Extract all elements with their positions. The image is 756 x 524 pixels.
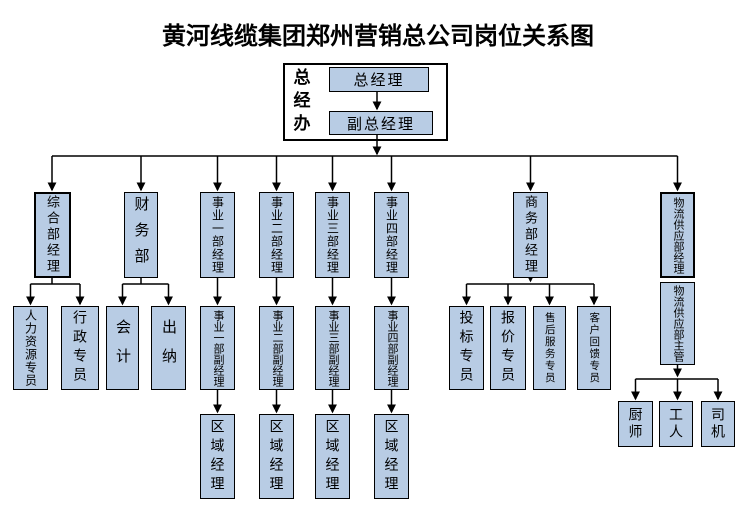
- node-label: 事业一部副经理: [212, 309, 224, 387]
- node-label: 事业二部经理: [269, 196, 284, 274]
- node-comprehensive-dept-manager: 综合部经理: [34, 192, 71, 278]
- node-quotation-specialist: 报价专员: [490, 306, 526, 390]
- node-label: 会计: [114, 319, 131, 377]
- node-label: 物流供应部经理: [672, 196, 684, 274]
- node-label: 投标专员: [458, 310, 475, 386]
- node-regional-manager-4: 区域经理: [374, 414, 409, 499]
- node-driver: 司机: [701, 401, 735, 447]
- node-label: 物流供应部主管: [672, 285, 684, 362]
- node-regional-manager-1: 区域经理: [200, 414, 235, 499]
- node-label: 行政专员: [72, 310, 88, 386]
- node-label: 报价专员: [500, 310, 516, 386]
- node-label: 事业三部副经理: [327, 309, 339, 387]
- node-business-unit4-manager: 事业四部经理: [374, 192, 409, 278]
- node-regional-manager-3: 区域经理: [315, 414, 350, 499]
- node-business-unit2-deputy-manager: 事业二部副经理: [259, 306, 294, 390]
- node-label: 出纳: [160, 319, 177, 377]
- node-label: 总经办: [290, 67, 310, 137]
- node-bidding-specialist: 投标专员: [449, 306, 484, 390]
- node-label: 财务部: [132, 196, 150, 274]
- node-label: 商务部经理: [523, 195, 538, 275]
- node-label: 客户回馈专员: [588, 312, 601, 384]
- node-label: 事业三部经理: [325, 196, 340, 274]
- node-label: 副总经理: [346, 115, 415, 133]
- node-business-unit2-manager: 事业二部经理: [259, 192, 294, 278]
- node-cook: 厨师: [618, 401, 653, 447]
- node-label: 售后服务专员: [543, 312, 556, 384]
- page-title: 黄河线缆集团郑州营销总公司岗位关系图: [162, 23, 594, 50]
- node-label: 综合部经理: [45, 195, 60, 275]
- node-commerce-dept-manager: 商务部经理: [513, 192, 548, 278]
- node-business-unit3-deputy-manager: 事业三部副经理: [315, 306, 350, 390]
- node-business-unit1-manager: 事业一部经理: [200, 192, 235, 278]
- node-label: 人力资源专员: [23, 309, 38, 387]
- node-label: 事业二部副经理: [271, 309, 283, 387]
- node-hr-specialist: 人力资源专员: [13, 306, 48, 390]
- node-label: 司机: [710, 407, 726, 441]
- node-label: 区域经理: [209, 418, 226, 495]
- node-logistics-supply-supervisor: 物流供应部主管: [660, 282, 695, 365]
- node-cashier: 出纳: [151, 306, 186, 390]
- node-customer-feedback-specialist: 客户回馈专员: [577, 306, 611, 390]
- node-finance-dept: 财务部: [124, 192, 158, 278]
- node-logistics-supply-dept-manager: 物流供应部经理: [660, 192, 695, 278]
- node-label: 厨师: [627, 407, 644, 441]
- node-regional-manager-2: 区域经理: [259, 414, 294, 499]
- node-label: 工人: [668, 407, 684, 441]
- node-executive-office: 总经办: [286, 66, 314, 138]
- node-label: 事业四部经理: [384, 196, 399, 274]
- node-general-manager: 总经理: [329, 67, 429, 92]
- node-business-unit4-deputy-manager: 事业四部副经理: [374, 306, 409, 390]
- node-label: 事业四部副经理: [386, 309, 398, 387]
- node-label: 区域经理: [268, 418, 285, 495]
- node-accountant: 会计: [106, 306, 139, 390]
- node-after-sales-service-specialist: 售后服务专员: [533, 306, 566, 390]
- node-label: 事业一部经理: [210, 196, 225, 274]
- node-admin-specialist: 行政专员: [61, 306, 99, 390]
- node-label: 区域经理: [324, 418, 341, 495]
- node-worker: 工人: [659, 401, 693, 447]
- node-business-unit3-manager: 事业三部经理: [315, 192, 350, 278]
- node-label: 区域经理: [383, 418, 400, 495]
- node-business-unit1-deputy-manager: 事业一部副经理: [200, 306, 235, 390]
- node-deputy-general-manager: 副总经理: [329, 111, 433, 135]
- node-label: 总经理: [353, 72, 405, 89]
